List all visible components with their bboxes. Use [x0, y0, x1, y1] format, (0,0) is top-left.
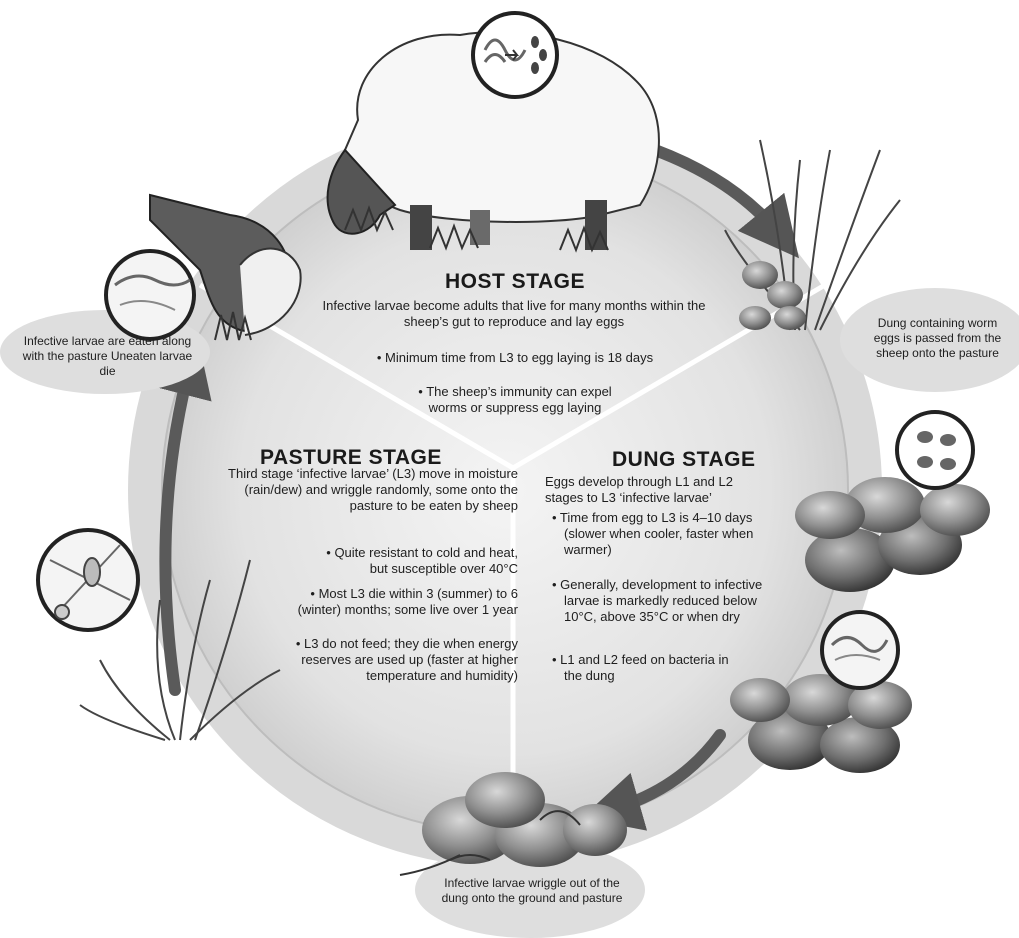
dung-pile-upper — [795, 477, 990, 592]
dung-stage-intro: Eggs develop through L1 and L2 stages to… — [545, 474, 750, 506]
pasture-stage-intro: Third stage ‘infective larvae’ (L3) move… — [226, 466, 518, 514]
gut-magnifier — [473, 13, 557, 97]
pasture-stage-bullet-3: • L3 do not feed; they die when energy r… — [285, 636, 518, 684]
host-stage-bullet-1: • Minimum time from L3 to egg laying is … — [330, 350, 700, 366]
egg-magnifier — [897, 412, 973, 488]
dung-pile-lower — [730, 674, 912, 773]
dung-stage-bullet-3: • L1 and L2 feed on bacteria in the dung — [552, 652, 739, 684]
pasture-stage-bullet-1: • Quite resistant to cold and heat, but … — [318, 545, 518, 577]
pasture-stage-bullet-2: • Most L3 die within 3 (summer) to 6 (wi… — [270, 586, 518, 618]
eaten-larvae-magnifier — [106, 251, 194, 339]
callout-passed-text: Dung containing worm eggs is passed from… — [870, 316, 1005, 361]
dung-stage-bullet-1: • Time from egg to L3 is 4–10 days (slow… — [552, 510, 774, 558]
dung-stage-title: DUNG STAGE — [612, 448, 782, 472]
pasture-larvae-magnifier — [38, 530, 138, 630]
host-stage-intro: Infective larvae become adults that live… — [318, 298, 710, 330]
host-stage-title: HOST STAGE — [435, 270, 595, 294]
dung-stage-bullet-2: • Generally, development to infective la… — [552, 577, 764, 625]
host-stage-bullet-2: • The sheep’s immunity can expel worms o… — [405, 384, 625, 416]
callout-wriggle-text: Infective larvae wriggle out of the dung… — [432, 876, 632, 906]
callout-eaten-text: Infective larvae are eaten along with th… — [20, 334, 195, 379]
larvae-magnifier-dung — [822, 612, 898, 688]
